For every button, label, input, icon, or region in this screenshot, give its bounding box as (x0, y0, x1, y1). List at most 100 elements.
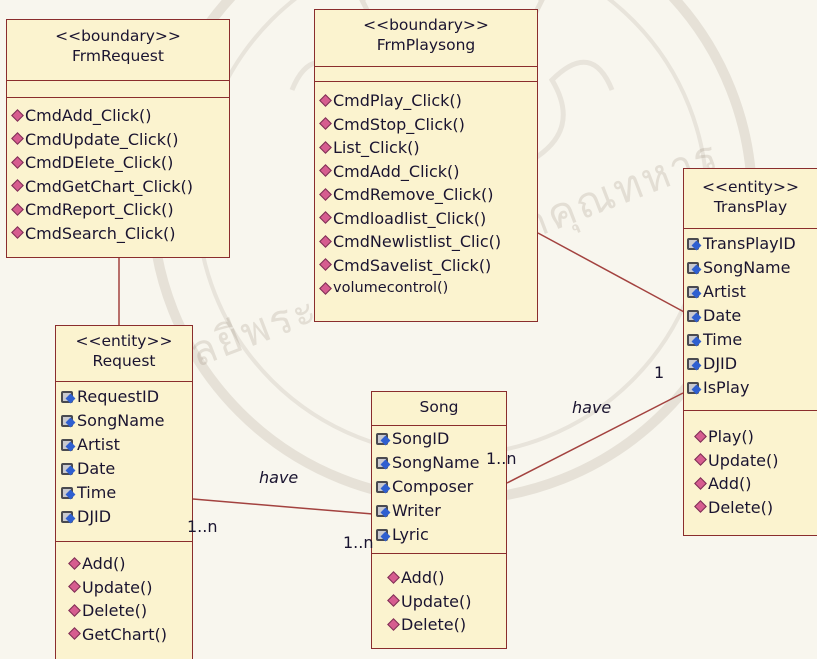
attribute-row: RequestID (60, 385, 192, 409)
attribute-icon (375, 432, 391, 446)
operation-icon (694, 501, 706, 513)
attribute-name: Composer (392, 477, 474, 496)
attributes-section: RequestID SongName Artist Date Time DJID (56, 382, 192, 542)
attribute-icon (60, 462, 76, 476)
attribute-icon (375, 480, 391, 494)
operation-row: CmdDElete_Click() (11, 151, 229, 175)
operation-row: Play() (694, 425, 817, 449)
attribute-name: Artist (77, 435, 120, 454)
attribute-row: SongName (60, 409, 192, 433)
attribute-row: TransPlayID (686, 232, 817, 256)
class-frmplaysong[interactable]: <<boundary>> FrmPlaysong CmdPlay_Click()… (314, 9, 538, 322)
operation-name: List_Click() (333, 138, 420, 157)
attribute-row: Date (686, 304, 817, 328)
association-label-request-song: have (259, 468, 299, 487)
attribute-row: IsPlay (686, 376, 817, 400)
operation-row: CmdPlay_Click() (319, 89, 537, 113)
attribute-row: Date (60, 457, 192, 481)
attribute-icon (686, 237, 702, 251)
attributes-section (7, 81, 229, 98)
attribute-row: SongName (375, 451, 506, 475)
attribute-name: Lyric (392, 525, 429, 544)
operation-icon (11, 133, 23, 145)
attribute-row: DJID (686, 352, 817, 376)
operation-icon (319, 189, 331, 201)
attribute-row: DJID (60, 505, 192, 529)
attribute-name: RequestID (77, 387, 160, 406)
attribute-name: Artist (703, 282, 746, 301)
operation-name: Add() (708, 474, 752, 493)
operation-row: CmdRemove_Click() (319, 183, 537, 207)
operation-row: CmdUpdate_Click() (11, 128, 229, 152)
attribute-icon (686, 285, 702, 299)
operation-name: Add() (82, 554, 126, 573)
operation-name: CmdReport_Click() (25, 200, 174, 219)
operation-icon (387, 619, 399, 631)
class-frmrequest[interactable]: <<boundary>> FrmRequest CmdAdd_Click() C… (6, 19, 230, 258)
operation-name: CmdSavelist_Click() (333, 255, 492, 275)
operations-section: Add() Update() Delete() GetChart() (56, 542, 192, 646)
operation-row: CmdSearch_Click() (11, 222, 229, 246)
attribute-icon (375, 504, 391, 518)
operation-name: CmdSearch_Click() (25, 223, 176, 243)
operation-icon (319, 95, 331, 107)
operation-row: GetChart() (68, 623, 192, 647)
operation-row: volumecontrol() (319, 277, 537, 301)
attribute-name: SongName (703, 258, 791, 277)
attribute-icon (60, 414, 76, 428)
multiplicity-transplay-end: 1 (654, 363, 665, 382)
operation-name: CmdAdd_Click() (333, 161, 460, 181)
attribute-row: Artist (686, 280, 817, 304)
class-stereotype: <<entity>> (702, 178, 799, 196)
operation-icon (11, 110, 23, 122)
attribute-row: Time (686, 328, 817, 352)
operation-name: volumecontrol() (333, 280, 449, 296)
operation-row: Delete() (68, 599, 192, 623)
operations-section: Add() Update() Delete() (372, 554, 506, 637)
operation-icon (319, 118, 331, 130)
class-header: <<boundary>> FrmRequest (7, 20, 229, 81)
operation-icon (319, 283, 331, 295)
operation-icon (11, 157, 23, 169)
operation-name: Delete() (82, 601, 148, 620)
operation-name: CmdUpdate_Click() (25, 129, 179, 149)
operation-name: Cmdloadlist_Click() (333, 208, 487, 228)
attribute-icon (60, 510, 76, 524)
operation-name: CmdStop_Click() (333, 114, 465, 134)
attribute-name: Date (703, 306, 742, 325)
operation-icon (11, 204, 23, 216)
operation-row: CmdSavelist_Click() (319, 254, 537, 278)
attribute-name: Time (77, 483, 117, 502)
operation-icon (694, 478, 706, 490)
operation-name: Add() (401, 568, 445, 587)
attributes-section (315, 67, 537, 82)
operation-icon (11, 227, 23, 239)
class-name: FrmRequest (72, 47, 164, 65)
attribute-name: DJID (77, 507, 112, 526)
operation-row: CmdReport_Click() (11, 198, 229, 222)
operation-row: CmdAdd_Click() (319, 160, 537, 184)
attribute-row: Artist (60, 433, 192, 457)
class-header: <<entity>> Request (56, 326, 192, 382)
operation-icon (319, 212, 331, 224)
operation-row: List_Click() (319, 136, 537, 160)
operation-row: Add() (694, 472, 817, 496)
operation-row: Add() (68, 552, 192, 576)
operation-row: Cmdloadlist_Click() (319, 207, 537, 231)
operation-name: Update() (82, 577, 153, 597)
operations-section: CmdAdd_Click() CmdUpdate_Click() CmdDEle… (7, 98, 229, 251)
class-request[interactable]: <<entity>> Request RequestID SongName Ar… (55, 325, 193, 659)
class-song[interactable]: Song SongID SongName Composer Writer Lyr… (371, 391, 507, 649)
class-header: <<boundary>> FrmPlaysong (315, 10, 537, 67)
operation-name: CmdRemove_Click() (333, 185, 494, 204)
class-name: Song (419, 398, 459, 416)
attribute-name: Date (77, 459, 116, 478)
class-transplay[interactable]: <<entity>> TransPlay TransPlayID SongNam… (683, 168, 817, 536)
operations-section: Play() Update() Add() Delete() (684, 411, 817, 519)
class-stereotype: <<boundary>> (55, 27, 181, 45)
operation-name: Update() (708, 450, 779, 470)
operation-row: CmdNewlistlist_Clic() (319, 230, 537, 254)
operation-icon (68, 581, 80, 593)
operation-row: CmdGetChart_Click() (11, 175, 229, 199)
operation-name: Delete() (401, 615, 467, 634)
